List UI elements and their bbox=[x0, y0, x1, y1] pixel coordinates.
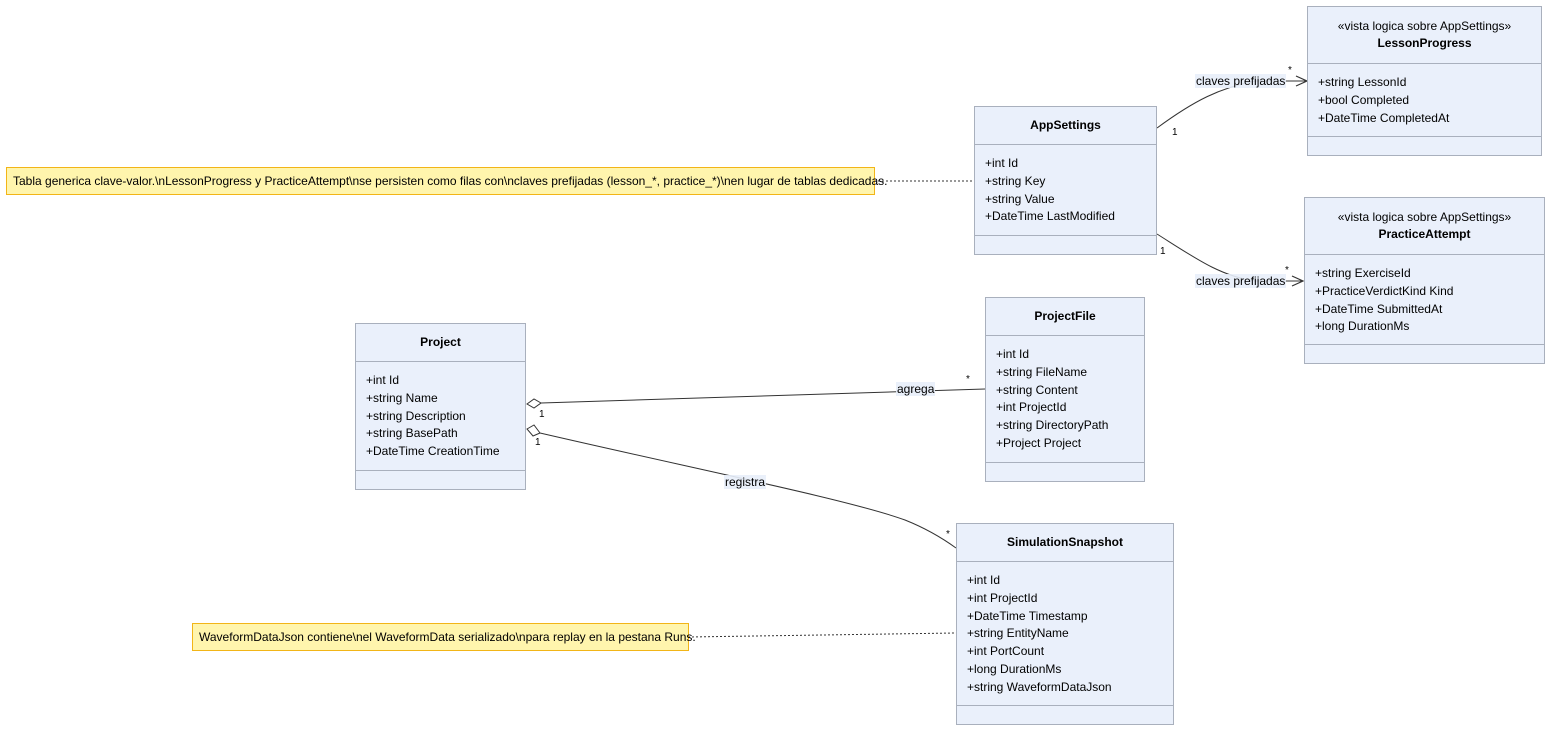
attribute: +string Content bbox=[996, 382, 1078, 397]
attribute: +long DurationMs bbox=[967, 661, 1062, 676]
note-settings[interactable]: Tabla generica clave-valor.\nLessonProgr… bbox=[6, 167, 887, 195]
class-name: SimulationSnapshot bbox=[1006, 535, 1123, 549]
note-link-waveform bbox=[687, 632, 957, 638]
class-name: ProjectFile bbox=[1034, 309, 1096, 323]
attribute: +string EntityName bbox=[967, 626, 1069, 641]
attribute: +string Name bbox=[366, 390, 438, 405]
attribute: +string DirectoryPath bbox=[996, 418, 1109, 433]
attribute-list: +int Id +int ProjectId +DateTime Timesta… bbox=[957, 562, 1173, 706]
multiplicity-target: * bbox=[946, 529, 950, 540]
edge-settings-lesson bbox=[1156, 75, 1309, 129]
attribute: +string ExerciseId bbox=[1315, 266, 1411, 280]
attribute: +long DurationMs bbox=[1315, 319, 1410, 334]
class-name: AppSettings bbox=[1030, 118, 1101, 132]
attribute: +PracticeVerdictKind Kind bbox=[1315, 283, 1454, 298]
attribute: +DateTime SubmittedAt bbox=[1315, 301, 1443, 316]
attribute: +string LessonId bbox=[1318, 75, 1407, 89]
class-header: Project bbox=[356, 324, 525, 362]
attribute: +DateTime CreationTime bbox=[366, 444, 500, 459]
attribute: +int ProjectId bbox=[967, 590, 1038, 605]
attribute-list: +string LessonId +bool Completed +DateTi… bbox=[1308, 64, 1541, 137]
class-header: ProjectFile bbox=[986, 298, 1144, 336]
attribute: +int Id bbox=[967, 573, 1001, 587]
multiplicity-target: * bbox=[1288, 65, 1292, 76]
multiplicity-source: 1 bbox=[1160, 246, 1166, 257]
class-stereotype: «vista logica sobre AppSettings» bbox=[1337, 210, 1512, 224]
class-name: LessonProgress bbox=[1377, 36, 1472, 50]
multiplicity-target: * bbox=[966, 374, 970, 385]
class-header: «vista logica sobre AppSettings» LessonP… bbox=[1308, 7, 1541, 64]
edge-project-snapshot bbox=[539, 432, 957, 549]
multiplicity-source: 1 bbox=[535, 437, 541, 448]
attribute: +string FileName bbox=[996, 364, 1088, 379]
attribute-list: +int Id +string Key +string Value +DateT… bbox=[975, 145, 1156, 236]
class-simulation-snapshot[interactable]: SimulationSnapshot +int Id +int ProjectI… bbox=[956, 523, 1174, 725]
attribute: +string BasePath bbox=[366, 426, 458, 441]
class-header: «vista logica sobre AppSettings» Practic… bbox=[1305, 198, 1544, 255]
attribute: +DateTime LastModified bbox=[985, 209, 1115, 224]
attribute: +DateTime Timestamp bbox=[967, 608, 1088, 623]
edge-label-settings-practice: claves prefijadas bbox=[1195, 274, 1287, 288]
attribute: +int Id bbox=[985, 156, 1019, 170]
multiplicity-source: 1 bbox=[1172, 127, 1178, 138]
attribute: +bool Completed bbox=[1318, 92, 1410, 107]
attribute: +int PortCount bbox=[967, 644, 1045, 659]
attribute-list: +int Id +string Name +string Description… bbox=[356, 362, 525, 471]
attribute-list: +string ExerciseId +PracticeVerdictKind … bbox=[1305, 255, 1544, 345]
class-header: AppSettings bbox=[975, 107, 1156, 145]
attribute: +int Id bbox=[996, 347, 1030, 361]
aggregation-diamond-snapshot bbox=[526, 424, 541, 437]
attribute-list: +int Id +string FileName +string Content… bbox=[986, 336, 1144, 463]
edge-label-project-snapshot: registra bbox=[724, 475, 767, 489]
class-header: SimulationSnapshot bbox=[957, 524, 1173, 562]
class-project-file[interactable]: ProjectFile +int Id +string FileName +st… bbox=[985, 297, 1145, 482]
class-project[interactable]: Project +int Id +string Name +string Des… bbox=[355, 323, 526, 490]
class-name: PracticeAttempt bbox=[1378, 227, 1471, 241]
class-practice-attempt[interactable]: «vista logica sobre AppSettings» Practic… bbox=[1304, 197, 1545, 364]
attribute: +string WaveformDataJson bbox=[967, 679, 1112, 694]
attribute: +int Id bbox=[366, 373, 400, 387]
multiplicity-source: 1 bbox=[539, 409, 545, 420]
attribute: +Project Project bbox=[996, 435, 1082, 450]
class-stereotype: «vista logica sobre AppSettings» bbox=[1337, 19, 1512, 33]
class-lesson-progress[interactable]: «vista logica sobre AppSettings» LessonP… bbox=[1307, 6, 1542, 156]
attribute: +DateTime CompletedAt bbox=[1318, 110, 1450, 125]
aggregation-diamond-file bbox=[526, 398, 542, 409]
attribute: +string Value bbox=[985, 191, 1055, 206]
attribute: +string Description bbox=[366, 408, 466, 423]
attribute: +string Key bbox=[985, 173, 1046, 188]
class-name: Project bbox=[420, 335, 461, 349]
edge-label-settings-lesson: claves prefijadas bbox=[1195, 74, 1287, 88]
note-waveform[interactable]: WaveformDataJson contiene\nel WaveformDa… bbox=[192, 623, 696, 651]
edge-label-project-file: agrega bbox=[896, 382, 936, 396]
class-app-settings[interactable]: AppSettings +int Id +string Key +string … bbox=[974, 106, 1157, 255]
multiplicity-target: * bbox=[1285, 265, 1289, 276]
attribute: +int ProjectId bbox=[996, 400, 1067, 415]
